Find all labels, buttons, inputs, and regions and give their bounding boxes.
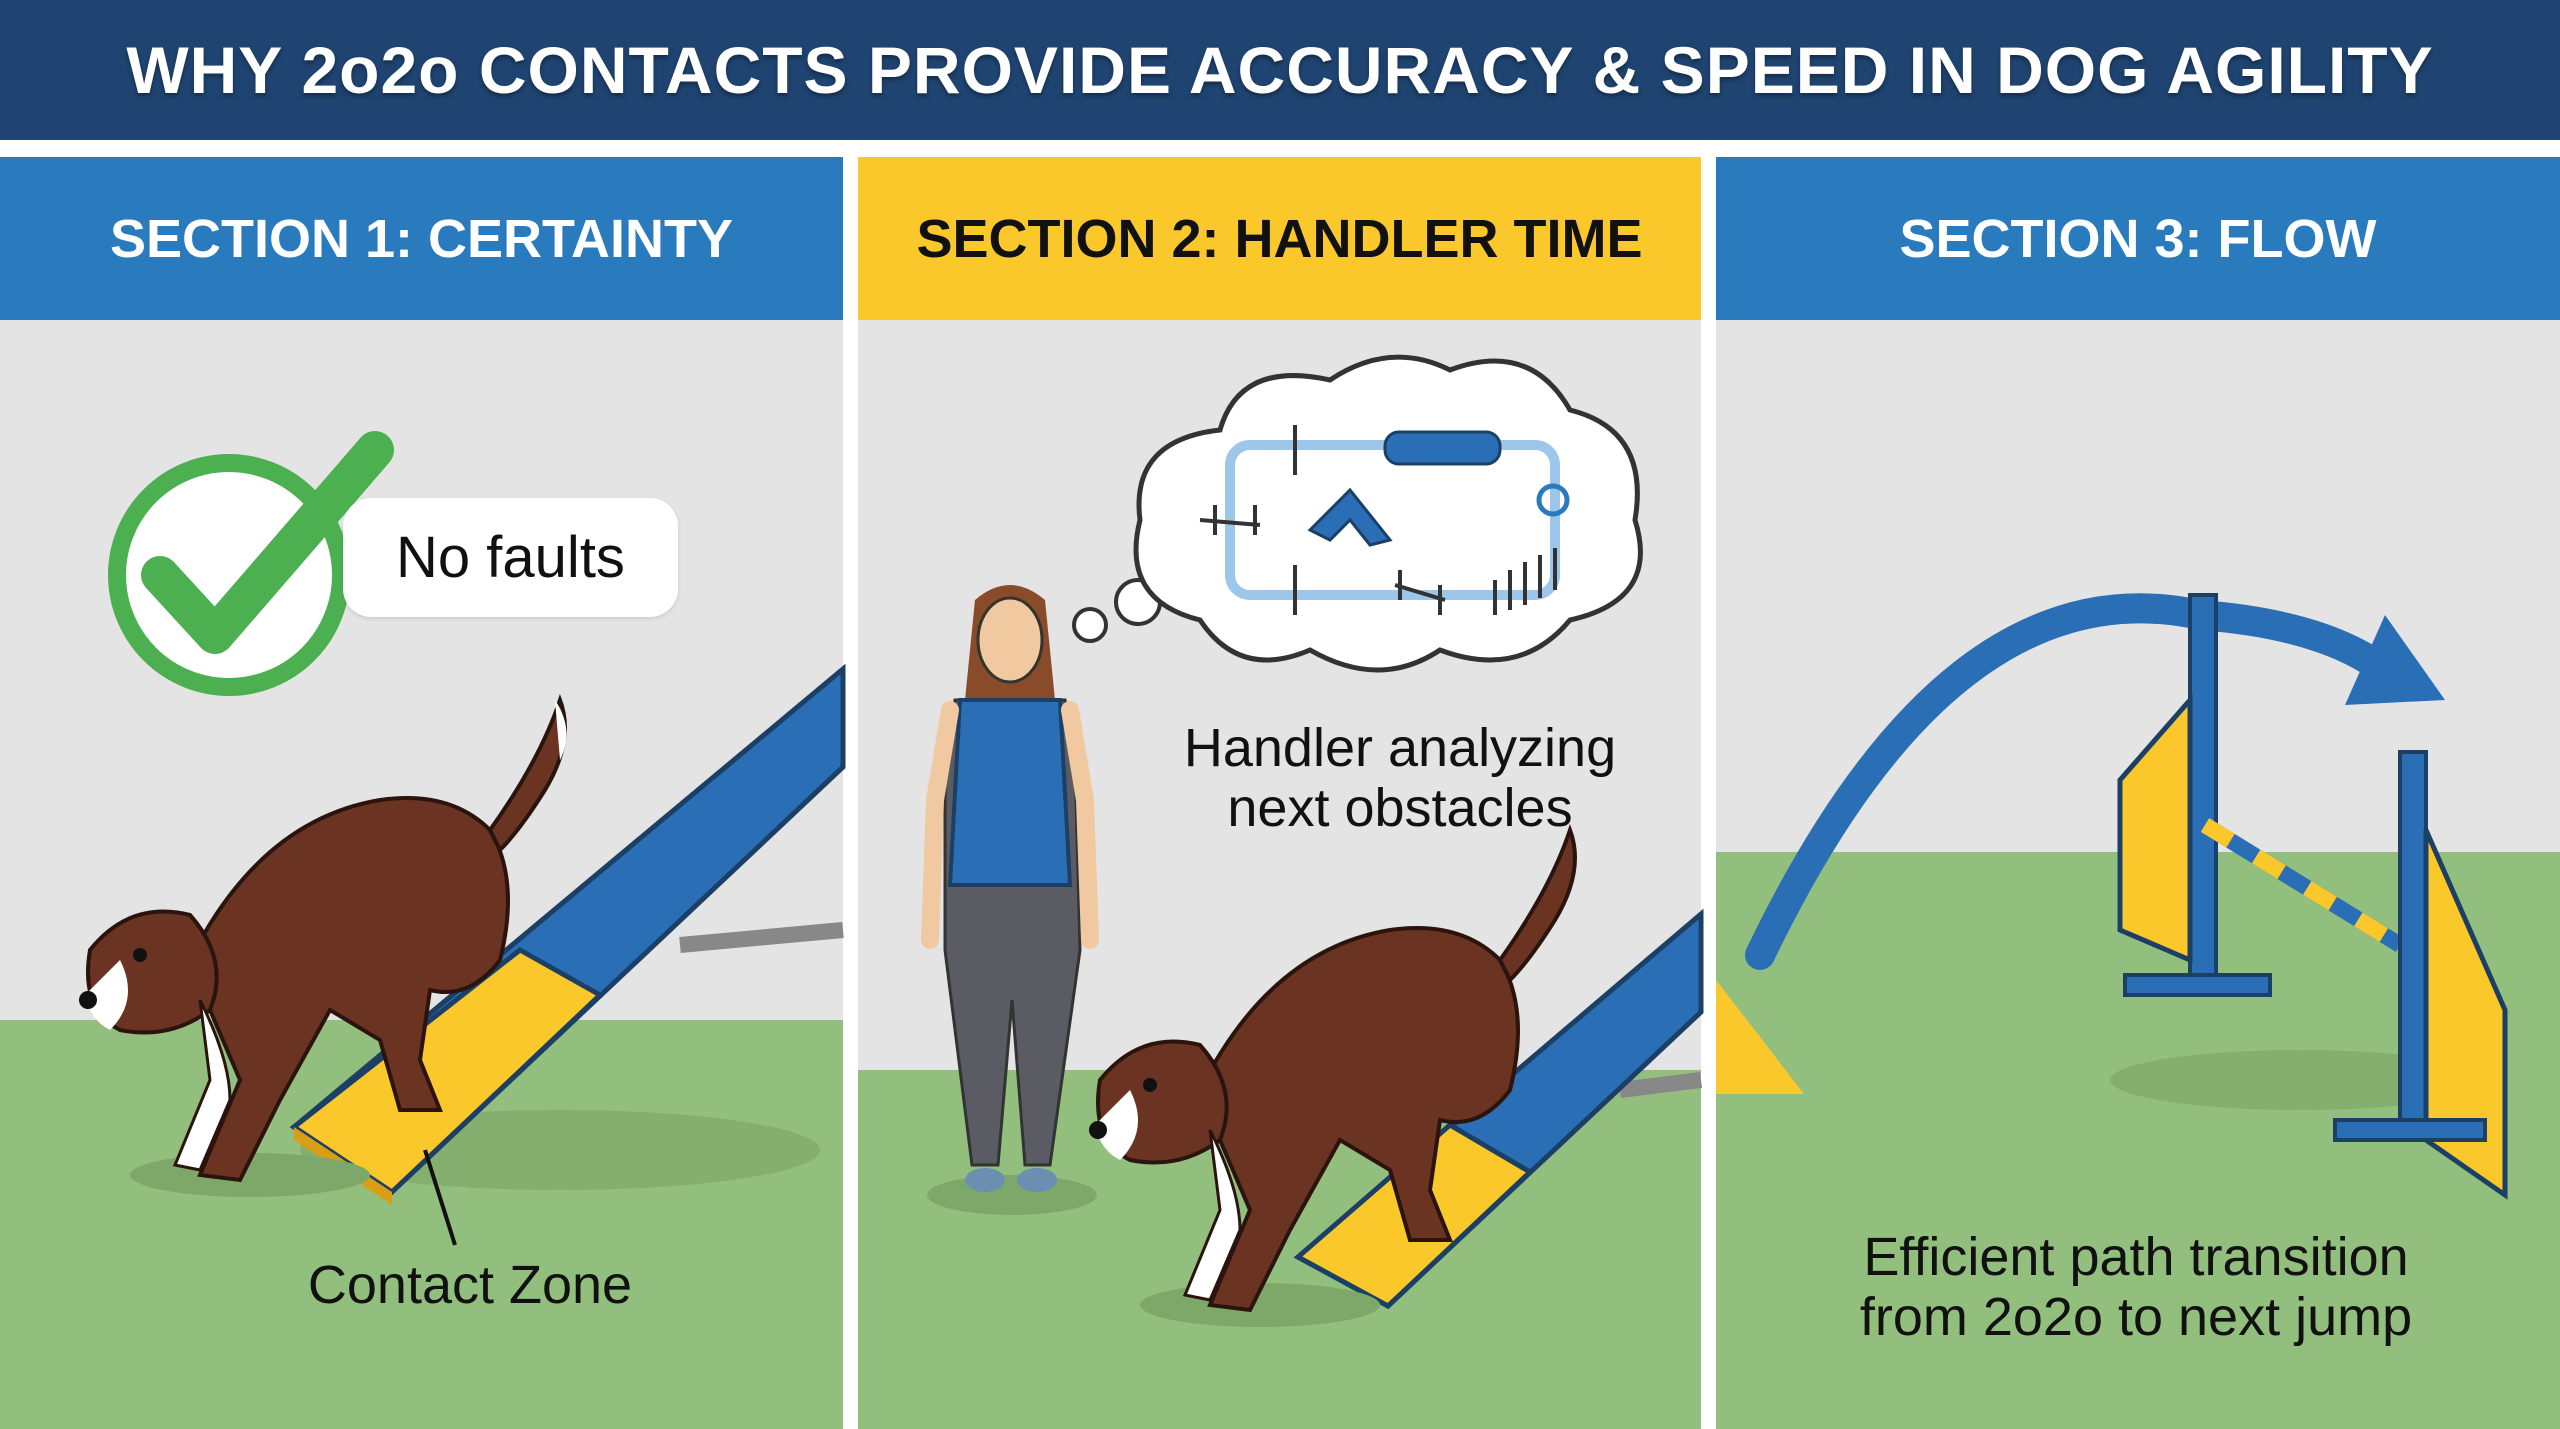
- jump-icons: [1199, 425, 1446, 615]
- title-banner: WHY 2o2o CONTACTS PROVIDE ACCURACY & SPE…: [0, 0, 2560, 140]
- tunnel-icon: [1383, 430, 1502, 466]
- checkmark-icon: [108, 431, 394, 696]
- no-faults-label: No faults: [396, 525, 625, 590]
- handler-caption-line-2: next obstacles: [1227, 778, 1573, 838]
- flow-caption-line-1: Efficient path transition: [1863, 1227, 2409, 1287]
- page-title: WHY 2o2o CONTACTS PROVIDE ACCURACY & SPE…: [126, 33, 2434, 107]
- contact-zone-pointer: [423, 1149, 457, 1246]
- no-faults-badge: No faults: [343, 498, 678, 617]
- flow-caption: Efficient path transition from 2o2o to n…: [1786, 1227, 2486, 1347]
- section-2-header: SECTION 2: HANDLER TIME: [858, 157, 1701, 320]
- handler-caption: Handler analyzing next obstacles: [1100, 718, 1700, 838]
- a-frame-ramp-1: [289, 663, 846, 1205]
- jump-icon: [2110, 593, 2508, 1200]
- flow-caption-line-2: from 2o2o to next jump: [1859, 1287, 2413, 1347]
- section-3-heading: SECTION 3: FLOW: [1899, 208, 2377, 269]
- weave-poles-icon: [1493, 548, 1557, 615]
- section-1-heading: SECTION 1: CERTAINTY: [109, 208, 734, 269]
- ramp-end-icon: [1716, 980, 1804, 1094]
- dog-icon: [79, 694, 567, 1197]
- section-2-heading: SECTION 2: HANDLER TIME: [916, 208, 1643, 269]
- handler-icon: [921, 585, 1099, 1215]
- section-1-header: SECTION 1: CERTAINTY: [0, 157, 843, 320]
- section-3-header: SECTION 3: FLOW: [1716, 157, 2560, 320]
- contact-zone-label: Contact Zone: [307, 1255, 633, 1315]
- path-arrow-icon: [1745, 593, 2445, 970]
- thought-cloud: [1072, 354, 1643, 673]
- dog-icon: [1089, 824, 1577, 1327]
- a-frame-icon: [1307, 487, 1393, 547]
- tire-icon: [1536, 483, 1570, 517]
- handler-caption-line-1: Handler analyzing: [1183, 718, 1617, 778]
